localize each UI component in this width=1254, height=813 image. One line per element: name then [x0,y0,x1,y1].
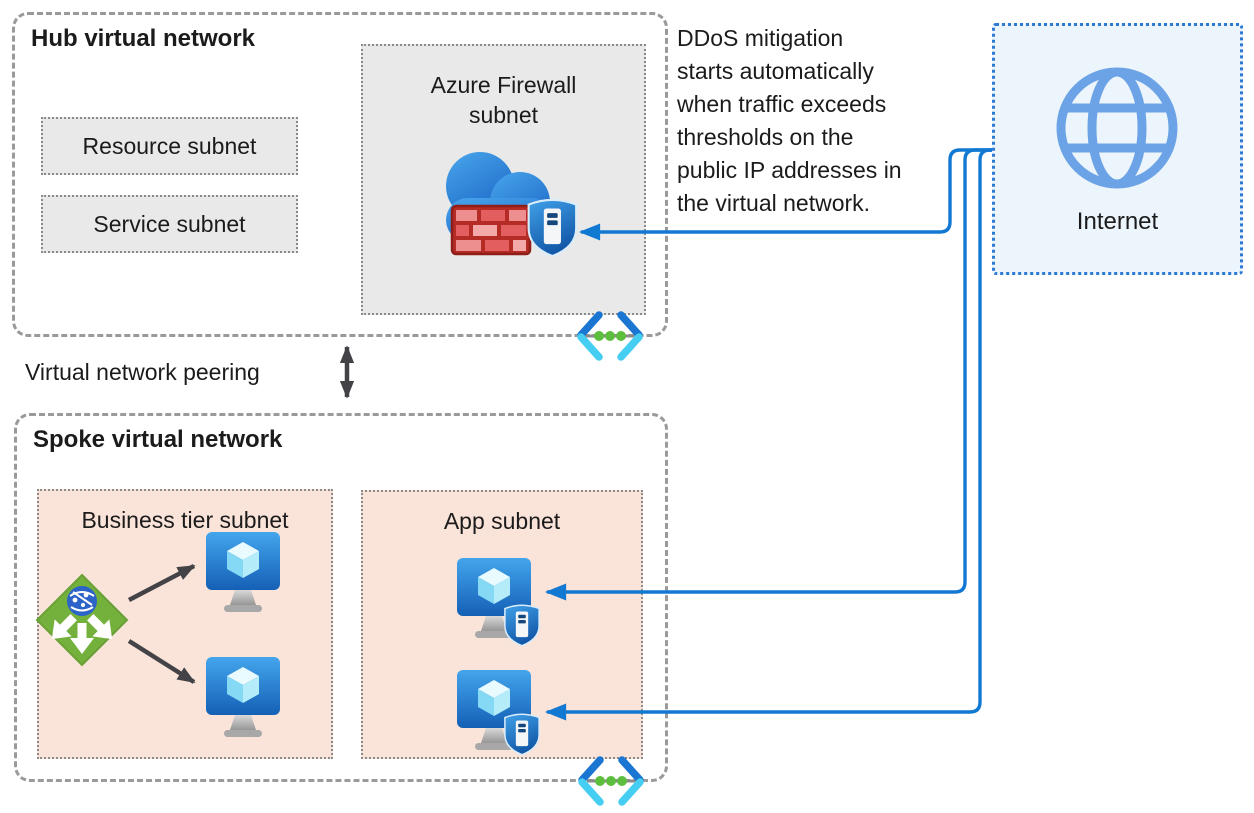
business-subnet-box: Business tier subnet [37,489,333,759]
service-subnet-label: Service subnet [93,210,246,237]
internet-box: Internet [992,23,1243,275]
business-subnet-label: Business tier subnet [81,507,289,533]
hub-vnet-title: Hub virtual network [31,25,256,52]
firewall-subnet-label: Azure Firewall subnet [430,72,577,128]
ddos-note: DDoS mitigation starts automatically whe… [677,25,902,216]
spoke-vnet-box: Spoke virtual network Business tier subn… [14,413,668,782]
resource-subnet-box: Resource subnet [41,117,298,175]
vnet-peering-label: Virtual network peering [25,359,260,385]
spoke-vnet-title: Spoke virtual network [33,426,283,453]
service-subnet-box: Service subnet [41,195,298,253]
app-subnet-label: App subnet [443,508,561,534]
app-subnet-box: App subnet [361,490,643,759]
internet-label: Internet [1076,208,1159,235]
hub-vnet-box: Hub virtual network Resource subnet Serv… [12,12,668,337]
firewall-subnet-box: Azure Firewall subnet [361,44,646,315]
resource-subnet-label: Resource subnet [82,132,257,159]
